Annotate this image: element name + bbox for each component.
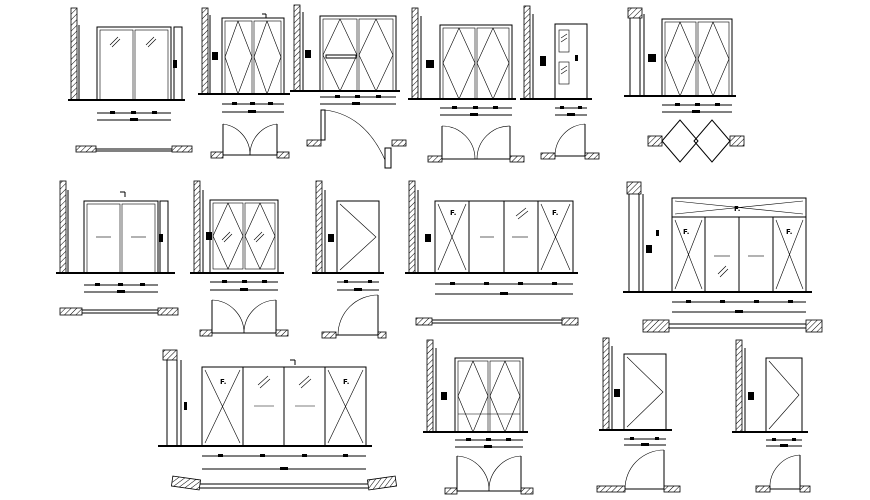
door-plan-2 [210,123,290,159]
door-plan-1 [75,145,193,153]
door-plan-3 [306,109,407,169]
door-elevation-4 [408,7,516,116]
door-plan-15 [755,454,811,493]
door-elevation-13 [423,339,528,448]
fixed-mark-door11-left: F. [683,228,689,236]
door-elevation-10: F. F. [405,180,578,295]
fixed-mark-door12-left: F. [220,378,226,386]
door-plan-14 [596,449,681,493]
door-elevation-7 [56,180,175,293]
fixed-mark-door11-right: F. [786,228,792,236]
door-elevation-12: F. F. [158,349,372,470]
door-elevation-8 [190,180,284,291]
door-plan-5 [540,123,600,160]
door-plan-10 [415,317,579,326]
door-plan-11 [642,319,823,333]
door-elevation-1 [68,7,185,121]
fixed-mark-left: F. [450,209,456,217]
fixed-mark-door12-right: F. [343,378,349,386]
door-elevation-15 [732,339,808,447]
door-elevation-14 [599,337,672,446]
door-elevation-2 [198,7,290,113]
door-plan-12 [170,475,398,491]
door-plan-9 [321,294,387,339]
door-elevation-5 [520,5,592,116]
door-plan-6 [647,119,745,163]
fixed-mark-right: F. [552,209,558,217]
door-plan-8 [199,299,289,337]
door-plan-7 [59,307,179,316]
door-plan-4 [427,125,525,163]
door-plan-13 [444,455,534,495]
door-elevation-3 [290,4,400,105]
door-elevation-9 [312,180,384,291]
door-elevation-6 [624,7,736,113]
fixed-mark-transom: F. [734,205,740,213]
door-elevation-11: F. F. F. [623,181,812,313]
